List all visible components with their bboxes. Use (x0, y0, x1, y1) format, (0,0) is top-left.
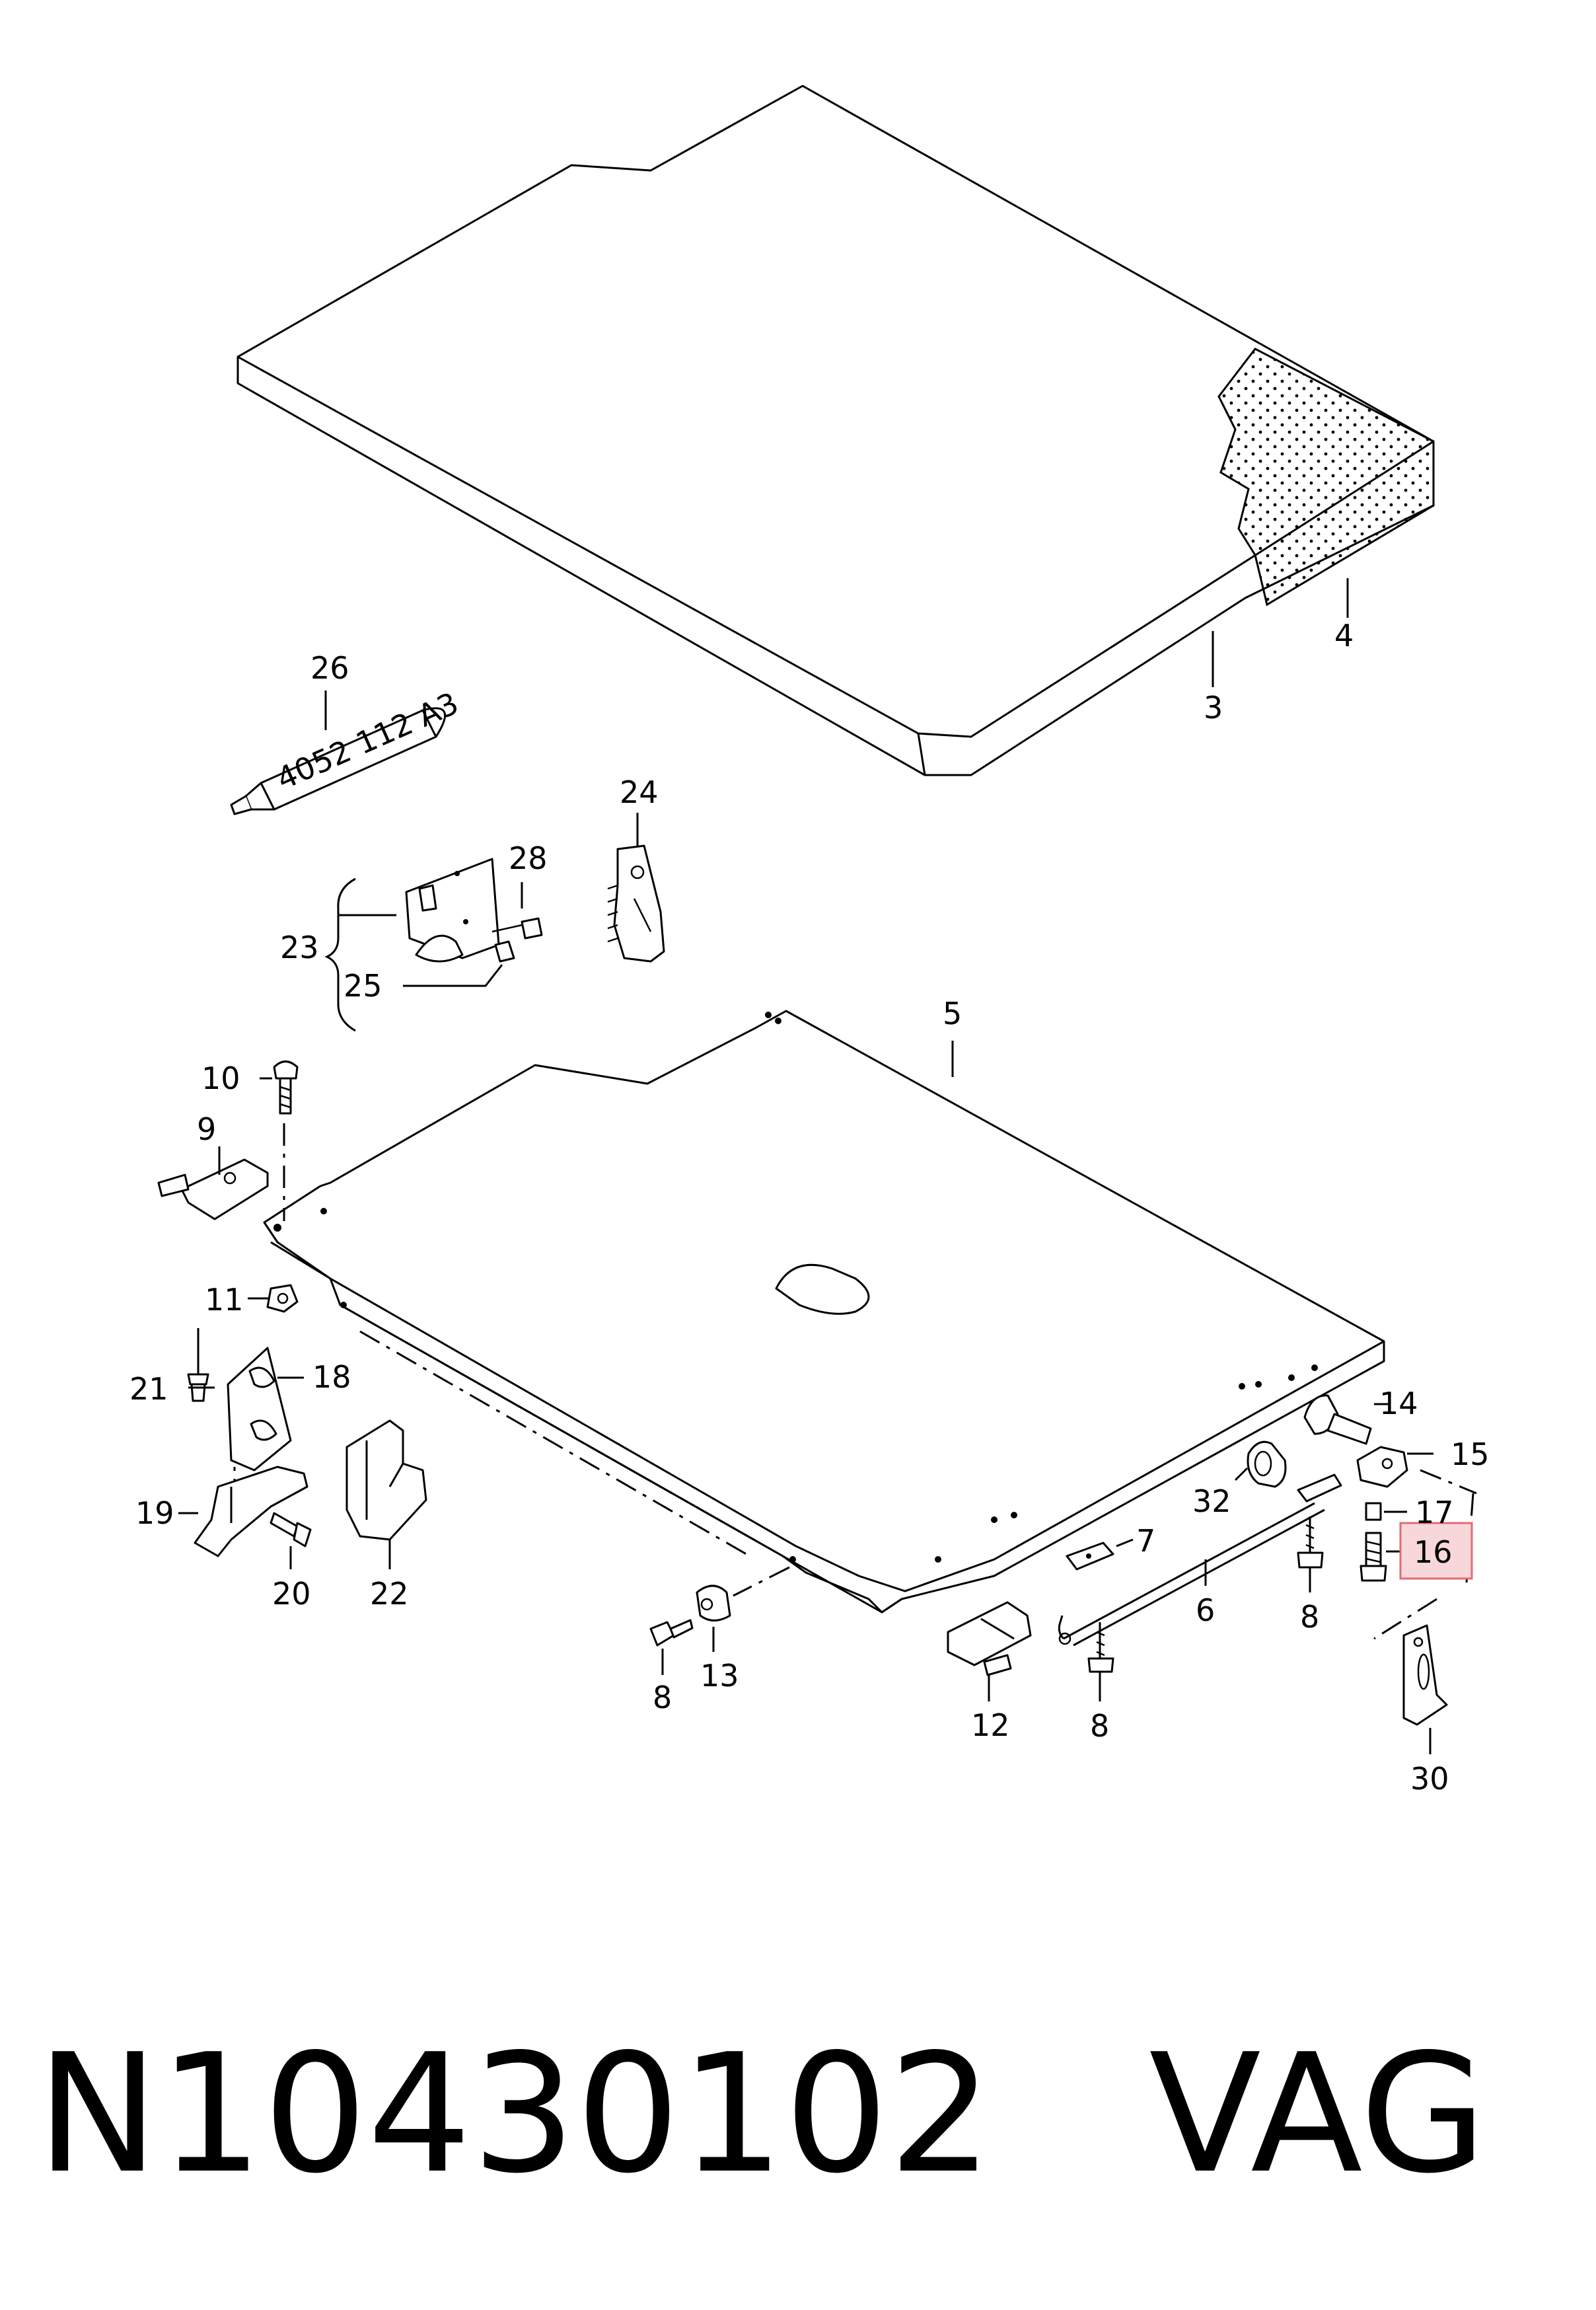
callout-32: 32 (1192, 1483, 1231, 1519)
bracket-assembly-part-23 (324, 858, 543, 1032)
bracket-part-19 (194, 1466, 308, 1557)
callout-7: 7 (1136, 1523, 1155, 1559)
callout-11: 11 (205, 1282, 244, 1318)
bracket-part-6-end (1297, 1473, 1342, 1503)
highlight-part-16 (1399, 1522, 1473, 1580)
callout-20: 20 (272, 1576, 311, 1612)
insulation-part-4 (1217, 348, 1435, 607)
part-caption: N10430102 VAG (36, 2015, 1556, 2214)
callout-28: 28 (509, 840, 548, 876)
latch-part-22 (345, 1419, 427, 1541)
callout-30: 30 (1410, 1761, 1449, 1797)
rivet-part-21 (187, 1328, 209, 1402)
screw-part-8-left (649, 1619, 694, 1647)
clip-part-24 (607, 844, 665, 963)
callout-22: 22 (370, 1576, 409, 1612)
callout-14: 14 (1379, 1386, 1418, 1421)
callout-26: 26 (310, 650, 349, 686)
callout-19: 19 (135, 1495, 174, 1531)
callout-18: 18 (312, 1359, 351, 1395)
callout-5: 5 (943, 996, 962, 1031)
callout-15: 15 (1451, 1436, 1490, 1472)
callout-3: 3 (1204, 690, 1223, 726)
clamp-part-15 (1356, 1446, 1408, 1488)
leader-lines (178, 578, 1433, 1754)
callout-10: 10 (201, 1061, 240, 1096)
screw-part-20 (270, 1512, 312, 1547)
part-number: N10430102 (36, 2019, 993, 2210)
pin-part-14 (1303, 1394, 1372, 1445)
callout-9: 9 (197, 1111, 216, 1147)
clip-part-18 (227, 1347, 292, 1472)
sealant-tube-part-26: 4052 112 A3 (230, 685, 464, 815)
screw-part-8-middle (1087, 1622, 1114, 1673)
brand-name: VAG (1149, 2019, 1487, 2210)
screw-part-10 (273, 1061, 299, 1115)
hinge-part-12 (947, 1601, 1032, 1676)
tube-text: 4052 112 A3 (272, 685, 464, 797)
nut-part-11 (266, 1284, 299, 1313)
callout-24: 24 (620, 774, 659, 810)
bumper-part-13 (696, 1584, 731, 1621)
screw-part-8-right (1297, 1516, 1324, 1569)
callout-8-middle: 8 (1090, 1708, 1109, 1744)
callout-21: 21 (129, 1371, 168, 1407)
callout-25: 25 (344, 968, 382, 1004)
callout-16: 16 (1414, 1534, 1453, 1570)
hinge-plate-part-9 (157, 1158, 269, 1220)
callout-12: 12 (971, 1707, 1010, 1743)
latch-plate-part-30 (1402, 1624, 1448, 1726)
callout-17: 17 (1415, 1495, 1454, 1530)
bracket-part-7 (1066, 1542, 1114, 1571)
spacer-part-17 (1365, 1502, 1382, 1521)
callout-8-left: 8 (653, 1680, 672, 1715)
callout-6: 6 (1196, 1592, 1215, 1628)
floor-panel-part-5 (263, 1010, 1385, 1614)
grommet-part-32 (1247, 1440, 1287, 1488)
callout-4: 4 (1334, 618, 1354, 653)
rod-part-6 (1058, 1502, 1325, 1647)
callout-8-right: 8 (1300, 1599, 1319, 1635)
callout-23: 23 (280, 930, 319, 965)
callout-numbers: 4 3 5 26 24 28 23 25 10 9 11 21 18 19 20… (129, 618, 1490, 1797)
callout-13: 13 (700, 1658, 739, 1694)
screw-part-16 (1360, 1532, 1387, 1582)
